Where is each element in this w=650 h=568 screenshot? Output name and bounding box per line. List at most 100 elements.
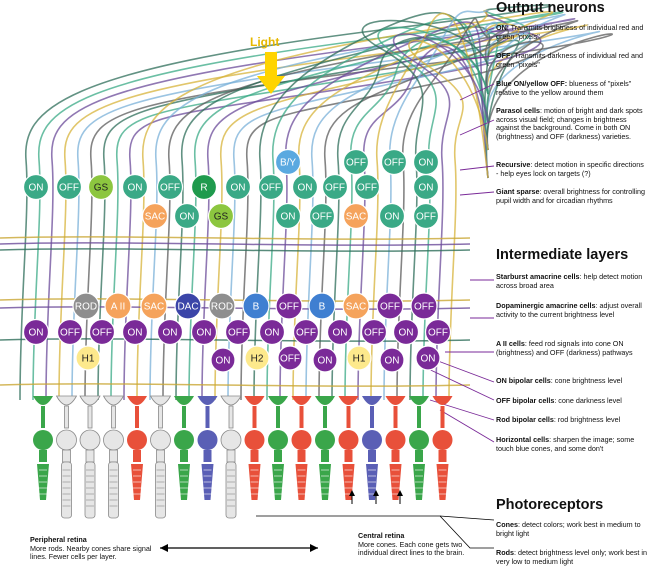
svg-text:ON: ON <box>265 328 280 339</box>
output-cell-off: OFF <box>55 173 83 201</box>
svg-text:ON: ON <box>216 356 231 367</box>
svg-text:GS: GS <box>214 212 229 223</box>
legend-giant-sparse: Giant sparse: overall brightness for con… <box>496 187 646 205</box>
nerve-fiber <box>266 17 489 401</box>
bipolar-cell-off: OFF <box>292 318 320 346</box>
legend-pointer-line <box>439 409 495 443</box>
svg-text:SAC: SAC <box>144 302 165 313</box>
horizontal-cell-on: ON <box>415 345 441 371</box>
nerve-fiber <box>292 9 489 401</box>
horizontal-band <box>0 248 471 252</box>
amacrine-cell-rod: ROD <box>208 292 236 320</box>
bipolar-cell-on: ON <box>392 318 420 346</box>
svg-text:OFF: OFF <box>380 302 400 313</box>
amacrine-cell-rod: ROD <box>72 292 100 320</box>
svg-text:ON: ON <box>29 183 44 194</box>
svg-text:ON: ON <box>163 328 178 339</box>
svg-text:ON: ON <box>421 354 436 365</box>
nerve-fiber <box>45 17 576 401</box>
cone-photoreceptor <box>268 396 288 500</box>
bipolar-cell-off: OFF <box>88 318 116 346</box>
output-cell-off: OFF <box>308 202 336 230</box>
legend-off-bipolar: OFF bipolar cells: cone darkness level <box>496 396 622 405</box>
cone-photoreceptor <box>291 396 312 500</box>
horizontal-band <box>0 242 471 246</box>
nerve-fiber <box>370 12 489 401</box>
photoreceptor-layer <box>33 395 453 519</box>
svg-text:OFF: OFF <box>92 328 112 339</box>
legend-blue-yellow: Blue ON/yellow OFF: blueness of "pixels"… <box>496 79 632 97</box>
svg-text:ON: ON <box>399 328 414 339</box>
legend-on: ON: Transmits brightness of individual r… <box>496 23 644 41</box>
svg-text:ROD: ROD <box>211 302 233 313</box>
photoreceptors-heading: Photoreceptors <box>496 497 604 513</box>
svg-text:OFF: OFF <box>325 183 345 194</box>
rod-photoreceptor <box>149 395 172 519</box>
svg-text:ON: ON <box>197 328 212 339</box>
svg-text:ON: ON <box>318 356 333 367</box>
intermediate-panel: Intermediate layers <box>496 247 648 263</box>
legend-pointer-line <box>429 357 495 383</box>
svg-text:OFF: OFF <box>364 328 384 339</box>
horizontal-cell-h2: H2 <box>244 345 270 371</box>
bipolar-cell-on: ON <box>121 318 149 346</box>
svg-text:R: R <box>200 183 207 194</box>
svg-text:OFF: OFF <box>414 302 434 313</box>
svg-text:H1: H1 <box>353 354 366 365</box>
legend-rods: Rods: detect brightness level only; work… <box>496 548 648 566</box>
rod-photoreceptor <box>79 395 101 519</box>
output-cell-on: ON <box>412 148 440 176</box>
svg-text:ON: ON <box>385 356 400 367</box>
cone-photoreceptor <box>385 396 406 500</box>
legend-recursive: Recursive: detect motion in specific dir… <box>496 160 644 178</box>
bipolar-cell-off: OFF <box>360 318 388 346</box>
legend-cones: Cones: detect colors; work best in mediu… <box>496 520 641 538</box>
nerve-fiber <box>97 39 520 401</box>
rod-photoreceptor <box>55 395 78 519</box>
amacrine-cell-off: OFF <box>275 292 303 320</box>
legend-pointer-line <box>419 364 495 401</box>
light-label: Light <box>250 35 280 49</box>
output-cell-off: OFF <box>342 148 370 176</box>
bipolar-cell-on: ON <box>156 318 184 346</box>
output-cell-on: ON <box>22 173 50 201</box>
svg-text:OFF: OFF <box>59 183 79 194</box>
cone-photoreceptor <box>244 396 265 500</box>
svg-text:ON: ON <box>231 183 246 194</box>
svg-text:OFF: OFF <box>160 183 180 194</box>
output-cell-on: ON <box>378 202 406 230</box>
legend-pointer-line <box>459 55 495 61</box>
legend-pointer-line <box>459 83 495 101</box>
cone-photoreceptor <box>127 396 147 500</box>
legend-dopaminergic: Dopaminergic amacrine cells: adjust over… <box>496 301 642 319</box>
svg-text:ROD: ROD <box>75 302 97 313</box>
output-cell-off: OFF <box>380 148 408 176</box>
cone-photoreceptor <box>338 396 359 500</box>
svg-text:OFF: OFF <box>312 212 332 223</box>
bipolar-cell-off: OFF <box>424 318 452 346</box>
output-cell-off: OFF <box>412 202 440 230</box>
legend-on-bipolar: ON bipolar cells: cone brightness level <box>496 376 623 385</box>
nerve-fiber <box>392 33 489 401</box>
svg-text:B: B <box>319 302 326 313</box>
peripheral-retina-note: Peripheral retina More rods. Nearby cone… <box>30 535 152 562</box>
legend-horizontal: Horizontal cells: sharpen the image; som… <box>496 435 635 453</box>
nerve-fiber <box>136 10 554 401</box>
amacrine-cell-off: OFF <box>376 292 404 320</box>
output-cell-off: OFF <box>353 173 381 201</box>
legend-parasol: Parasol cells: motion of bright and dark… <box>496 106 643 141</box>
amacrine-cell-dac: DAC <box>174 292 202 320</box>
nerve-fiber <box>361 19 489 401</box>
amacrine-cell-sac: SAC <box>342 292 370 320</box>
cone-photoreceptor <box>315 396 335 500</box>
svg-text:H2: H2 <box>251 354 264 365</box>
output-neurons-heading: Output neurons <box>496 0 605 16</box>
annotation-marks <box>160 490 495 552</box>
svg-text:ON: ON <box>128 328 143 339</box>
horizontal-cell-on: ON <box>210 347 236 373</box>
output-neurons-panel: Output neurons <box>496 0 648 16</box>
cone-photoreceptor <box>33 396 53 500</box>
svg-text:OFF: OFF <box>279 302 299 313</box>
svg-text:ON: ON <box>385 212 400 223</box>
